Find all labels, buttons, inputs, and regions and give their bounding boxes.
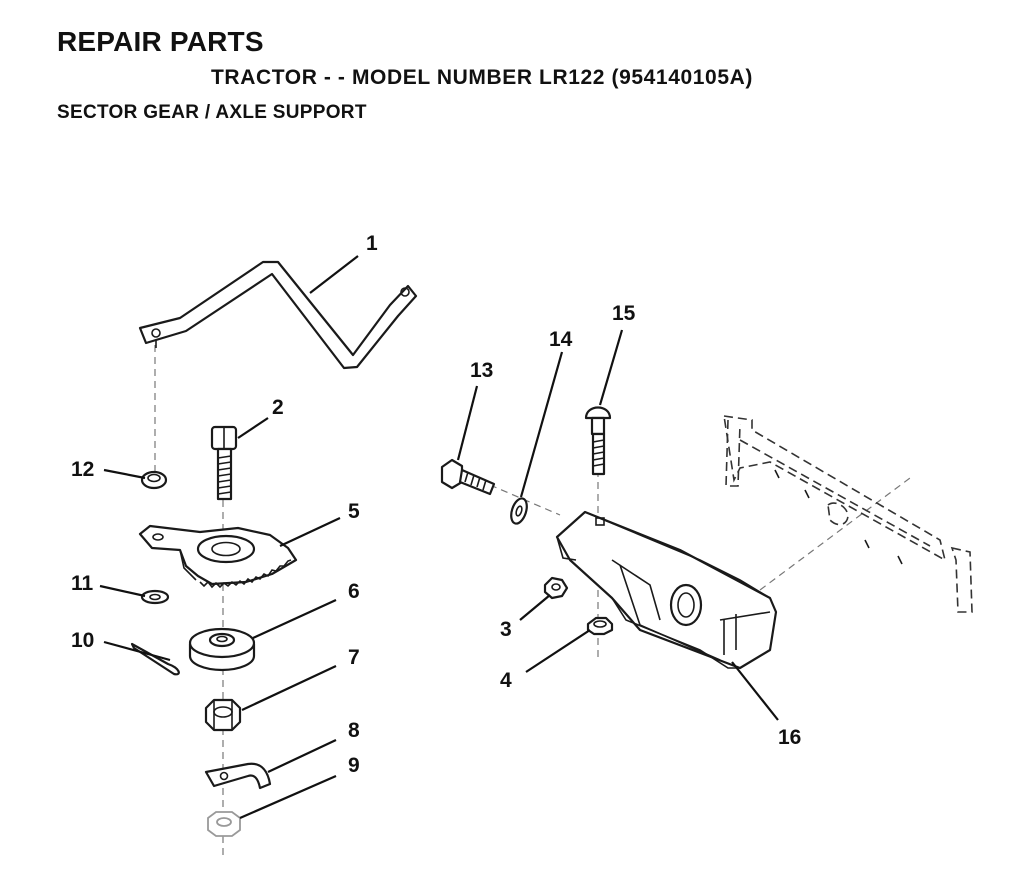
model-subtitle: TRACTOR - - MODEL NUMBER LR122 (95414010… (211, 66, 753, 89)
callout-7: 7 (348, 646, 360, 669)
clip-part (204, 762, 272, 790)
carriage-bolt-part (584, 406, 612, 476)
callout-13: 13 (470, 359, 493, 382)
hex-nut-part (204, 698, 242, 732)
phantom-front-axle (723, 415, 973, 613)
callout-14: 14 (549, 328, 573, 351)
page-title: REPAIR PARTS (57, 26, 264, 57)
flange-nut-part (543, 576, 569, 600)
lock-nut-part (207, 811, 241, 837)
callout-4: 4 (500, 669, 512, 692)
flat-washer-part (510, 497, 528, 525)
sector-gear-part (138, 524, 298, 589)
small-nut-part (586, 616, 614, 636)
cotter-pin-part (130, 642, 180, 676)
spacer-part (188, 627, 256, 672)
callout-10: 10 (71, 629, 94, 652)
sector-bolt-part (210, 425, 238, 501)
callout-1: 1 (366, 232, 378, 255)
hex-bolt-part (440, 458, 496, 496)
callout-12: 12 (71, 458, 94, 481)
drag-link-part (138, 260, 418, 370)
bushing-part (140, 470, 168, 490)
small-washer-part (140, 589, 170, 605)
callout-11: 11 (71, 572, 94, 595)
leader-lines (99, 255, 779, 820)
callout-8: 8 (348, 719, 360, 742)
callout-2: 2 (272, 396, 284, 419)
callout-15: 15 (612, 302, 636, 325)
callout-9: 9 (348, 754, 360, 777)
callout-5: 5 (348, 500, 360, 523)
callout-labels: 1 2 3 4 5 6 7 8 9 10 11 12 13 14 15 16 (71, 232, 801, 777)
callout-6: 6 (348, 580, 360, 603)
callout-16: 16 (778, 726, 801, 749)
callout-3: 3 (500, 618, 512, 641)
section-title: SECTOR GEAR / AXLE SUPPORT (57, 102, 367, 123)
axle-support-part (555, 510, 778, 670)
